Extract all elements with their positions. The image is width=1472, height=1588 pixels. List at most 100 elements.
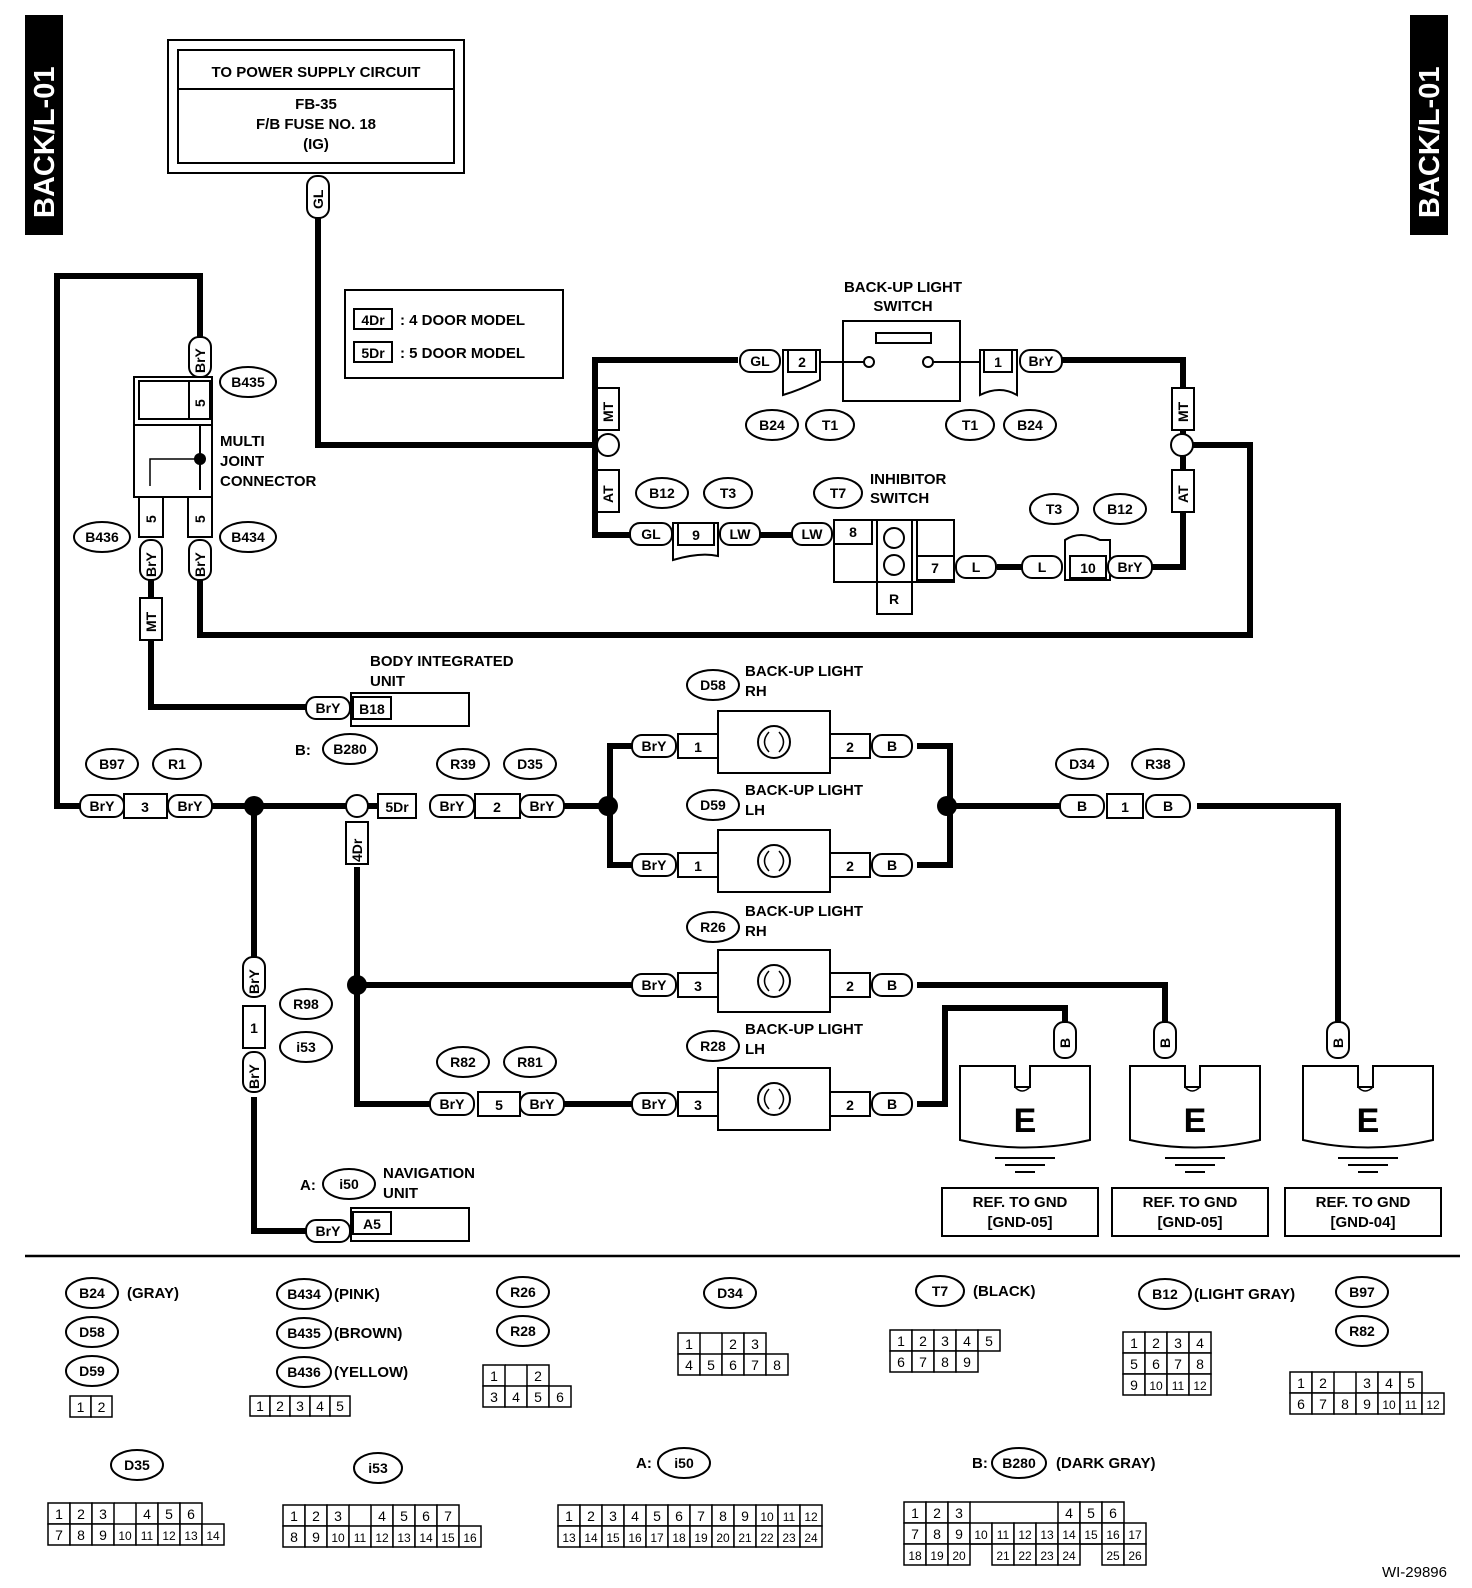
- pin-cell: [1123, 1543, 1147, 1566]
- pin-label: 4: [631, 1508, 639, 1524]
- svg-text:BrY: BrY: [530, 1096, 556, 1112]
- svg-text:[GND-05]: [GND-05]: [987, 1214, 1052, 1231]
- pin-cell: [90, 1395, 113, 1418]
- side-tab-left: BACK/L-01: [25, 15, 63, 235]
- pin-label: 18: [908, 1549, 922, 1563]
- svg-text:B435: B435: [231, 374, 265, 390]
- svg-text:: 5 DOOR MODEL: : 5 DOOR MODEL: [400, 345, 525, 362]
- svg-text:2: 2: [846, 978, 854, 994]
- svg-text:3: 3: [141, 799, 149, 815]
- pin-label: 15: [441, 1531, 455, 1545]
- svg-text:T3: T3: [720, 485, 737, 501]
- svg-text:BrY: BrY: [316, 1223, 342, 1239]
- svg-text:5Dr: 5Dr: [361, 345, 385, 361]
- pin-cell: [977, 1329, 1001, 1352]
- svg-text:B12: B12: [1152, 1286, 1178, 1302]
- svg-text:INHIBITOR: INHIBITOR: [870, 471, 947, 488]
- svg-text:(PINK): (PINK): [334, 1286, 380, 1303]
- pin-label: 7: [1319, 1396, 1327, 1412]
- svg-text:L: L: [1038, 559, 1047, 575]
- pin-label: 4: [963, 1333, 971, 1349]
- svg-text:D35: D35: [517, 756, 543, 772]
- svg-text:B: B: [1330, 1038, 1346, 1048]
- pin-label: 3: [955, 1505, 963, 1521]
- svg-text:BACK/L-01: BACK/L-01: [29, 67, 61, 218]
- svg-text:3: 3: [694, 978, 702, 994]
- pin-label: 12: [1426, 1398, 1440, 1412]
- svg-text:REF. TO GND: REF. TO GND: [1143, 1194, 1238, 1211]
- svg-text:E: E: [1184, 1102, 1207, 1140]
- pin-label: 22: [1018, 1549, 1032, 1563]
- connector-legend-ids: B24 (GRAY) D58 D59 B434 (PINK) B435 (BRO…: [65, 1275, 1389, 1484]
- pin-label: 8: [290, 1529, 298, 1545]
- svg-text:BACK-UP LIGHT: BACK-UP LIGHT: [745, 1021, 863, 1038]
- pin-label: 2: [77, 1506, 85, 1522]
- svg-text:A:: A:: [636, 1455, 652, 1472]
- pin-label: 12: [162, 1529, 176, 1543]
- pin-cell: [765, 1353, 789, 1376]
- pin-label: 6: [422, 1508, 430, 1524]
- pin-label: 10: [331, 1531, 345, 1545]
- svg-text:B24: B24: [759, 417, 785, 433]
- svg-text:BrY: BrY: [90, 798, 116, 814]
- pin-label: 23: [1040, 1549, 1054, 1563]
- svg-text:R: R: [889, 591, 899, 607]
- pin-label: 8: [941, 1354, 949, 1370]
- tag-mt-right: MT: [1171, 387, 1195, 431]
- pin-label: 3: [99, 1506, 107, 1522]
- svg-text:BrY: BrY: [192, 347, 208, 373]
- pin-label: 4: [685, 1357, 693, 1373]
- svg-text:i53: i53: [368, 1460, 388, 1476]
- tag-b-gnd2: B: [1153, 1021, 1177, 1059]
- pin-label: 2: [729, 1336, 737, 1352]
- wires: [54, 212, 1341, 1234]
- svg-text:1: 1: [250, 1020, 258, 1036]
- svg-text:L: L: [972, 559, 981, 575]
- ground-2: E REF. TO GND [GND-05]: [1111, 1065, 1269, 1237]
- svg-text:CONNECTOR: CONNECTOR: [220, 473, 317, 490]
- svg-text:BrY: BrY: [246, 1063, 262, 1089]
- svg-text:(LIGHT GRAY): (LIGHT GRAY): [1194, 1286, 1295, 1303]
- pin-label: 3: [609, 1508, 617, 1524]
- svg-text:GL: GL: [310, 189, 326, 209]
- pin-label: 9: [741, 1508, 749, 1524]
- pin-label: 13: [562, 1531, 576, 1545]
- svg-text:F/B FUSE NO. 18: F/B FUSE NO. 18: [256, 116, 376, 133]
- b12-connector-10: 10: [1064, 534, 1111, 581]
- svg-text:T1: T1: [822, 417, 839, 433]
- tag-bry-b434: BrY: [188, 539, 212, 581]
- svg-text:BACK-UP LIGHT: BACK-UP LIGHT: [745, 903, 863, 920]
- svg-text:BrY: BrY: [642, 738, 668, 754]
- svg-text:T7: T7: [830, 485, 847, 501]
- svg-text:B: B: [887, 857, 897, 873]
- pin-label: 8: [77, 1527, 85, 1543]
- svg-text:2: 2: [846, 858, 854, 874]
- svg-text:D34: D34: [717, 1285, 743, 1301]
- svg-text:BrY: BrY: [530, 798, 556, 814]
- svg-text:D34: D34: [1069, 756, 1095, 772]
- grounds: E REF. TO GND [GND-05] E REF. TO GND [GN…: [941, 1065, 1442, 1237]
- svg-text:B280: B280: [333, 741, 367, 757]
- svg-text:(GRAY): (GRAY): [127, 1285, 179, 1302]
- pin-label: 2: [312, 1508, 320, 1524]
- svg-text:LW: LW: [730, 526, 752, 542]
- pin-label: 9: [1363, 1396, 1371, 1412]
- svg-text:5: 5: [143, 515, 159, 523]
- pin-label: 6: [1109, 1505, 1117, 1521]
- svg-text:LH: LH: [745, 802, 765, 819]
- svg-text:BACK/L-01: BACK/L-01: [1414, 67, 1446, 218]
- svg-text:BACK-UP LIGHT: BACK-UP LIGHT: [844, 279, 962, 296]
- svg-text:MULTI: MULTI: [220, 433, 265, 450]
- svg-text:B:: B:: [972, 1455, 988, 1472]
- pin-label: 3: [1174, 1335, 1182, 1351]
- svg-text:MT: MT: [143, 611, 159, 632]
- svg-text:BODY INTEGRATED: BODY INTEGRATED: [370, 653, 514, 670]
- svg-text:BrY: BrY: [316, 700, 342, 716]
- tag-mt-mjc: MT: [139, 597, 163, 641]
- pin-label: 18: [672, 1531, 686, 1545]
